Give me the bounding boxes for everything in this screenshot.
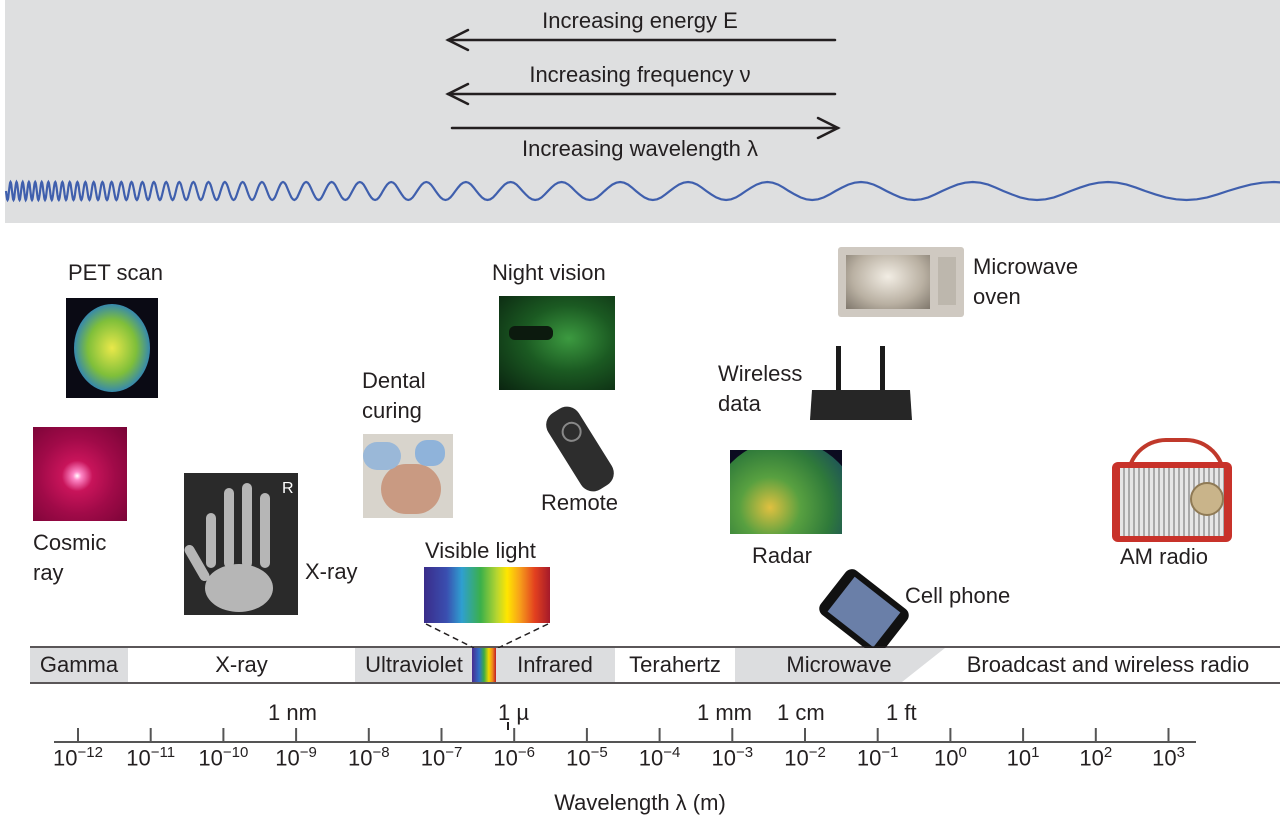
xray-hand-image: R <box>184 473 298 615</box>
wavelength-axis <box>54 722 1196 743</box>
cosmic-ray-image <box>33 427 127 521</box>
axis-tick-label: 10−4 <box>638 744 681 771</box>
wavelength-label: Increasing wavelength λ <box>521 136 759 161</box>
band-microwave: Microwave <box>786 652 892 677</box>
remote-label: Remote <box>541 490 619 515</box>
am-radio-label: AM radio <box>1120 544 1209 569</box>
radar-image <box>730 450 842 534</box>
axis-tick-label: 10−5 <box>566 744 608 771</box>
unit-ft: 1 ft <box>886 700 917 725</box>
wireless-label-line1: Wireless <box>718 361 803 386</box>
axis-tick-label: 10−10 <box>198 744 249 771</box>
dental-label-line1: Dental <box>362 368 426 393</box>
cosmic-ray-label-line1: Cosmic <box>33 530 107 555</box>
cosmic-ray-label-line2: ray <box>33 560 64 585</box>
band-xray: X-ray <box>215 652 268 677</box>
energy-label: Increasing energy E <box>542 8 738 33</box>
visible-zoom-lines <box>425 623 549 649</box>
axis-tick-label: 103 <box>1152 744 1185 771</box>
visible-spectrum-image <box>424 567 550 623</box>
axis-tick-label: 10−11 <box>126 744 176 771</box>
axis-tick-label: 10−7 <box>420 744 463 771</box>
axis-tick-label: 10−3 <box>711 744 754 771</box>
remote-image <box>540 401 620 497</box>
night-vision-label: Night vision <box>492 260 606 285</box>
axis-tick-label: 10−2 <box>784 744 826 771</box>
microwave-oven-image <box>838 247 964 317</box>
axis-tick-label: 10−12 <box>53 744 103 771</box>
axis-tick-label: 10−1 <box>856 744 899 771</box>
cell-phone-label: Cell phone <box>905 583 1011 608</box>
unit-cm: 1 cm <box>777 700 825 725</box>
band-strip <box>30 646 1280 684</box>
axis-title: Wavelength λ (m) <box>554 790 726 815</box>
wireless-label-line2: data <box>718 391 761 416</box>
radar-label: Radar <box>752 543 812 568</box>
dental-curing-image <box>363 434 453 518</box>
visible-light-label: Visible light <box>425 538 536 563</box>
wave-line <box>4 179 1280 203</box>
frequency-label: Increasing frequency ν <box>529 62 751 87</box>
unit-micron: 1 µ <box>498 700 530 725</box>
pet-scan-label: PET scan <box>68 260 163 285</box>
wireless-router-image <box>810 346 912 420</box>
axis-tick-label: 100 <box>933 744 967 771</box>
band-infrared: Infrared <box>517 652 593 677</box>
axis-tick-label: 10−9 <box>275 744 317 771</box>
unit-mm: 1 mm <box>697 700 752 725</box>
microwave-oven-label-line1: Microwave <box>973 254 1079 279</box>
microwave-oven-label-line2: oven <box>973 284 1021 309</box>
pet-scan-image <box>66 298 158 398</box>
am-radio-image <box>1112 438 1232 542</box>
axis-tick-label: 10−6 <box>493 744 535 771</box>
dental-label-line2: curing <box>362 398 422 423</box>
direction-arrows <box>4 28 1280 203</box>
unit-nm: 1 nm <box>268 700 317 725</box>
axis-tick-label: 10−8 <box>348 744 390 771</box>
axis-tick-label: 102 <box>1079 744 1113 771</box>
top-panel <box>5 0 1280 223</box>
band-terahertz: Terahertz <box>629 652 721 677</box>
xray-example-label: X-ray <box>305 559 358 584</box>
night-vision-image <box>499 296 615 390</box>
band-ultraviolet: Ultraviolet <box>365 652 463 677</box>
band-gamma: Gamma <box>39 652 119 677</box>
axis-tick-label: 101 <box>1006 744 1040 771</box>
svg-text:R: R <box>282 480 294 497</box>
band-radio: Broadcast and wireless radio <box>966 652 1250 677</box>
